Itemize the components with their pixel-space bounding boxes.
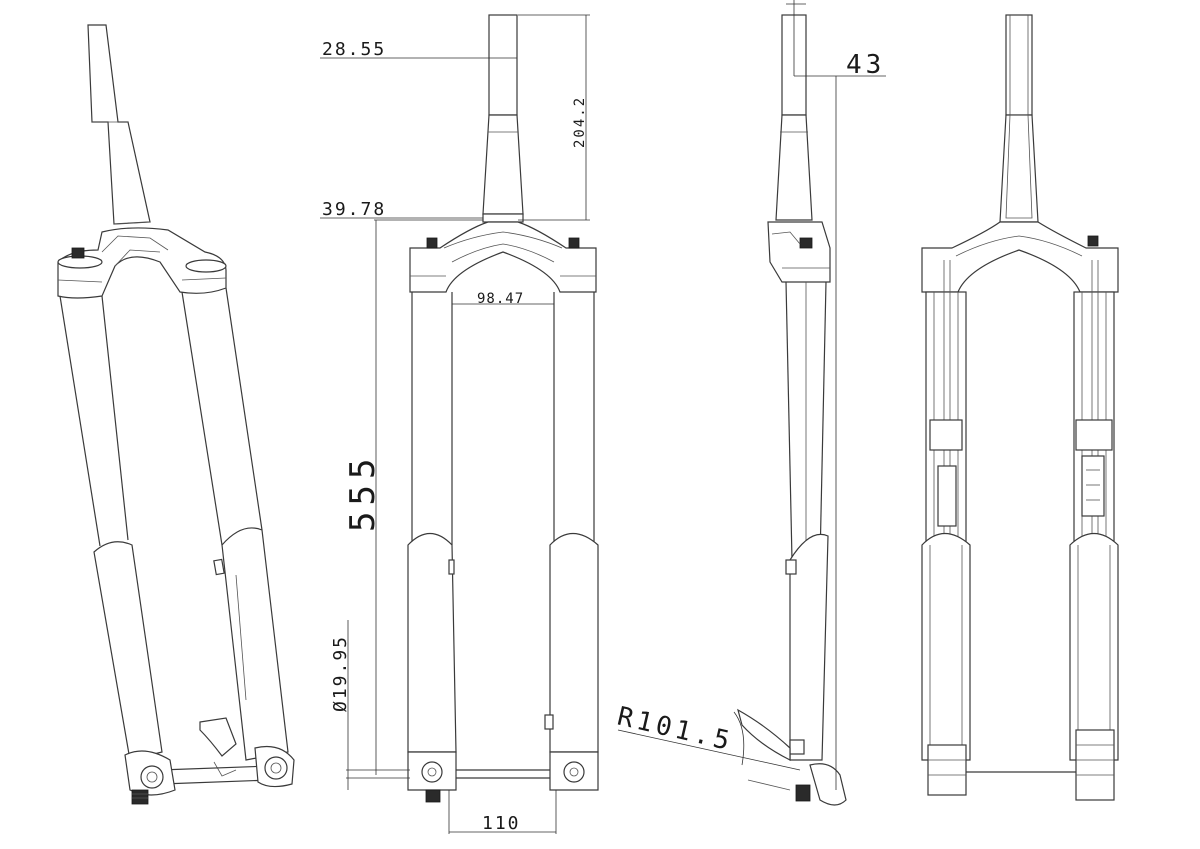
side-view: 43 R101.5: [614, 0, 886, 806]
dim-steerer-bottom-diameter: 39.78: [322, 199, 386, 220]
front-view: 28.55 204.2 39.78 98.47 555 Ø19.95 110: [320, 14, 599, 834]
dim-axle-to-crown: 555: [343, 453, 383, 532]
dim-stanchion-diameter: Ø19.95: [330, 635, 351, 712]
perspective-view: [57, 24, 295, 805]
dim-steerer-length: 204.2: [572, 96, 588, 148]
dim-offset: 43: [846, 50, 885, 80]
dim-stanchion-spacing: 98.47: [477, 291, 524, 307]
dim-radius: R101.5: [614, 702, 736, 758]
section-view: [921, 14, 1119, 801]
dim-hub-spacing: 110: [482, 813, 521, 834]
dim-steerer-top-diameter: 28.55: [322, 39, 386, 60]
